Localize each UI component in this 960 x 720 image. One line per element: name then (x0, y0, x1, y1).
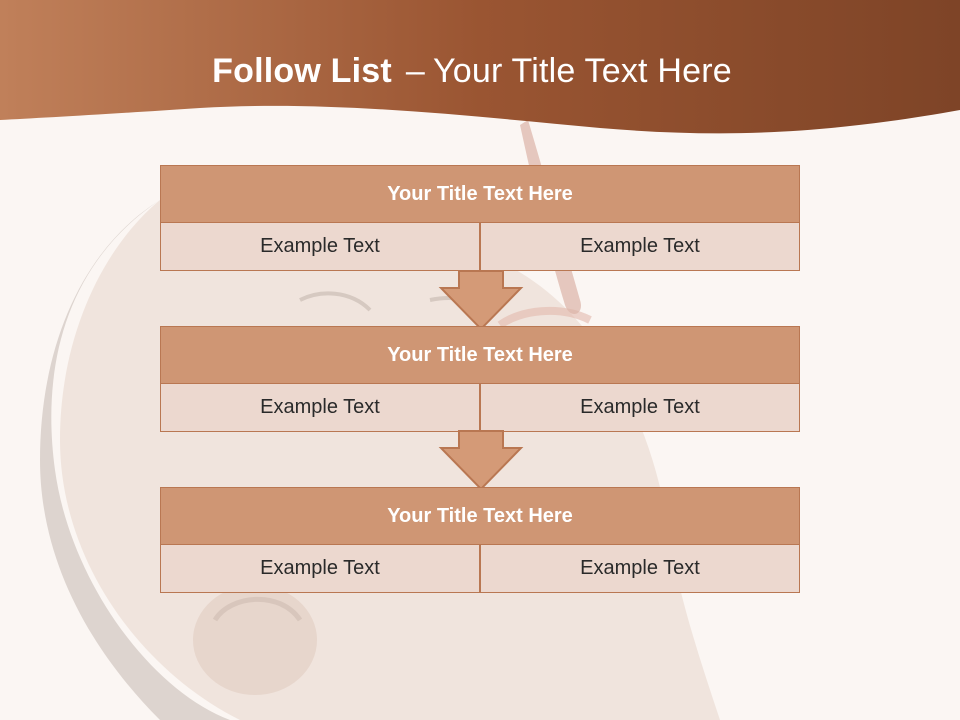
block-title: Your Title Text Here (160, 326, 800, 384)
slide-title: Follow List–Your Title Text Here (0, 52, 944, 91)
block-right-cell: Example Text (480, 222, 800, 271)
block-right-cell: Example Text (480, 383, 800, 432)
down-arrow-icon (438, 270, 524, 331)
block-right-cell: Example Text (480, 544, 800, 593)
block-title: Your Title Text Here (160, 165, 800, 223)
slide-title-rest: Your Title Text Here (433, 52, 732, 90)
down-arrow-icon (438, 430, 524, 491)
header-band (0, 0, 960, 134)
block-left-cell: Example Text (160, 383, 480, 432)
block-title: Your Title Text Here (160, 487, 800, 545)
slide-title-separator: – (405, 52, 426, 90)
slide-title-bold: Follow List (212, 52, 392, 90)
block-left-cell: Example Text (160, 544, 480, 593)
block-left-cell: Example Text (160, 222, 480, 271)
